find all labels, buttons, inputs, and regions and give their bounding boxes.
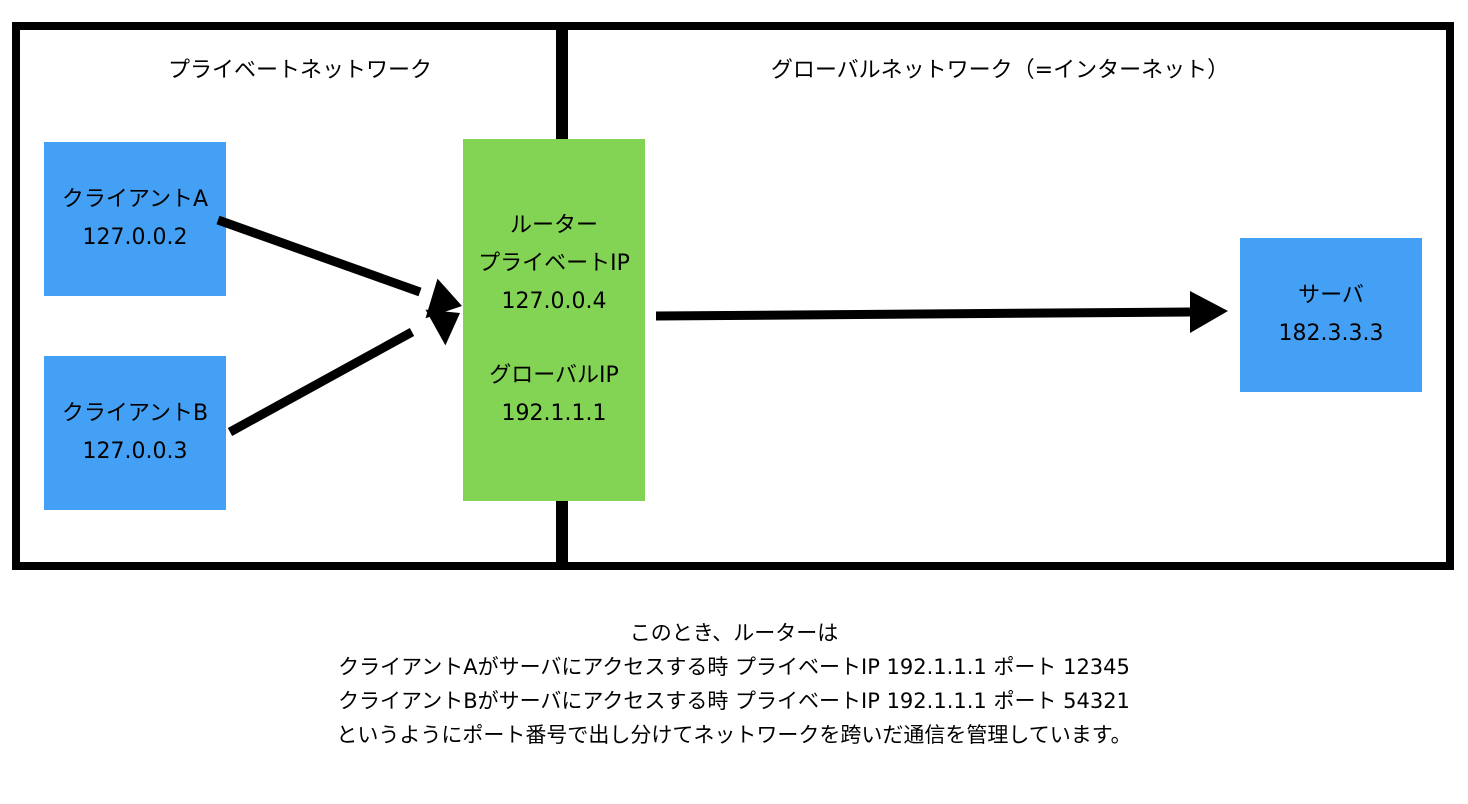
- server-name: サーバ: [1298, 283, 1364, 308]
- server-node: サーバ 182.3.3.3: [1240, 238, 1422, 392]
- explanation-caption: このとき、ルーターは クライアントAがサーバにアクセスする時 プライベートIP …: [0, 616, 1468, 752]
- client-a-name: クライアントA: [61, 187, 209, 212]
- router-global-ip-label: グローバルIP: [489, 363, 619, 388]
- private-network-label: プライベートネットワーク: [167, 58, 432, 83]
- router-private-ip: 127.0.0.4: [501, 289, 607, 314]
- client-b-ip: 127.0.0.3: [82, 439, 188, 464]
- caption-line-1: このとき、ルーターは: [629, 621, 839, 645]
- router-global-ip: 192.1.1.1: [501, 401, 607, 426]
- router-private-ip-label: プライベートIP: [478, 251, 630, 276]
- server-ip: 182.3.3.3: [1278, 321, 1384, 346]
- client-a-node: クライアントA 127.0.0.2: [44, 142, 226, 296]
- client-a-ip: 127.0.0.2: [82, 225, 188, 250]
- router-name: ルーター: [509, 213, 598, 238]
- global-network-label: グローバルネットワーク（=インターネット）: [770, 58, 1230, 83]
- client-b-name: クライアントB: [61, 401, 209, 426]
- caption-line-3: クライアントBがサーバにアクセスする時 プライベートIP 192.1.1.1 ポ…: [338, 689, 1130, 713]
- router-node: ルーター プライベートIP 127.0.0.4 グローバルIP 192.1.1.…: [463, 139, 645, 501]
- diagram-frame: [12, 22, 1454, 570]
- client-b-node: クライアントB 127.0.0.3: [44, 356, 226, 510]
- caption-line-2: クライアントAがサーバにアクセスする時 プライベートIP 192.1.1.1 ポ…: [338, 655, 1130, 679]
- caption-line-4: というようにポート番号で出し分けてネットワークを跨いだ通信を管理しています。: [336, 723, 1132, 747]
